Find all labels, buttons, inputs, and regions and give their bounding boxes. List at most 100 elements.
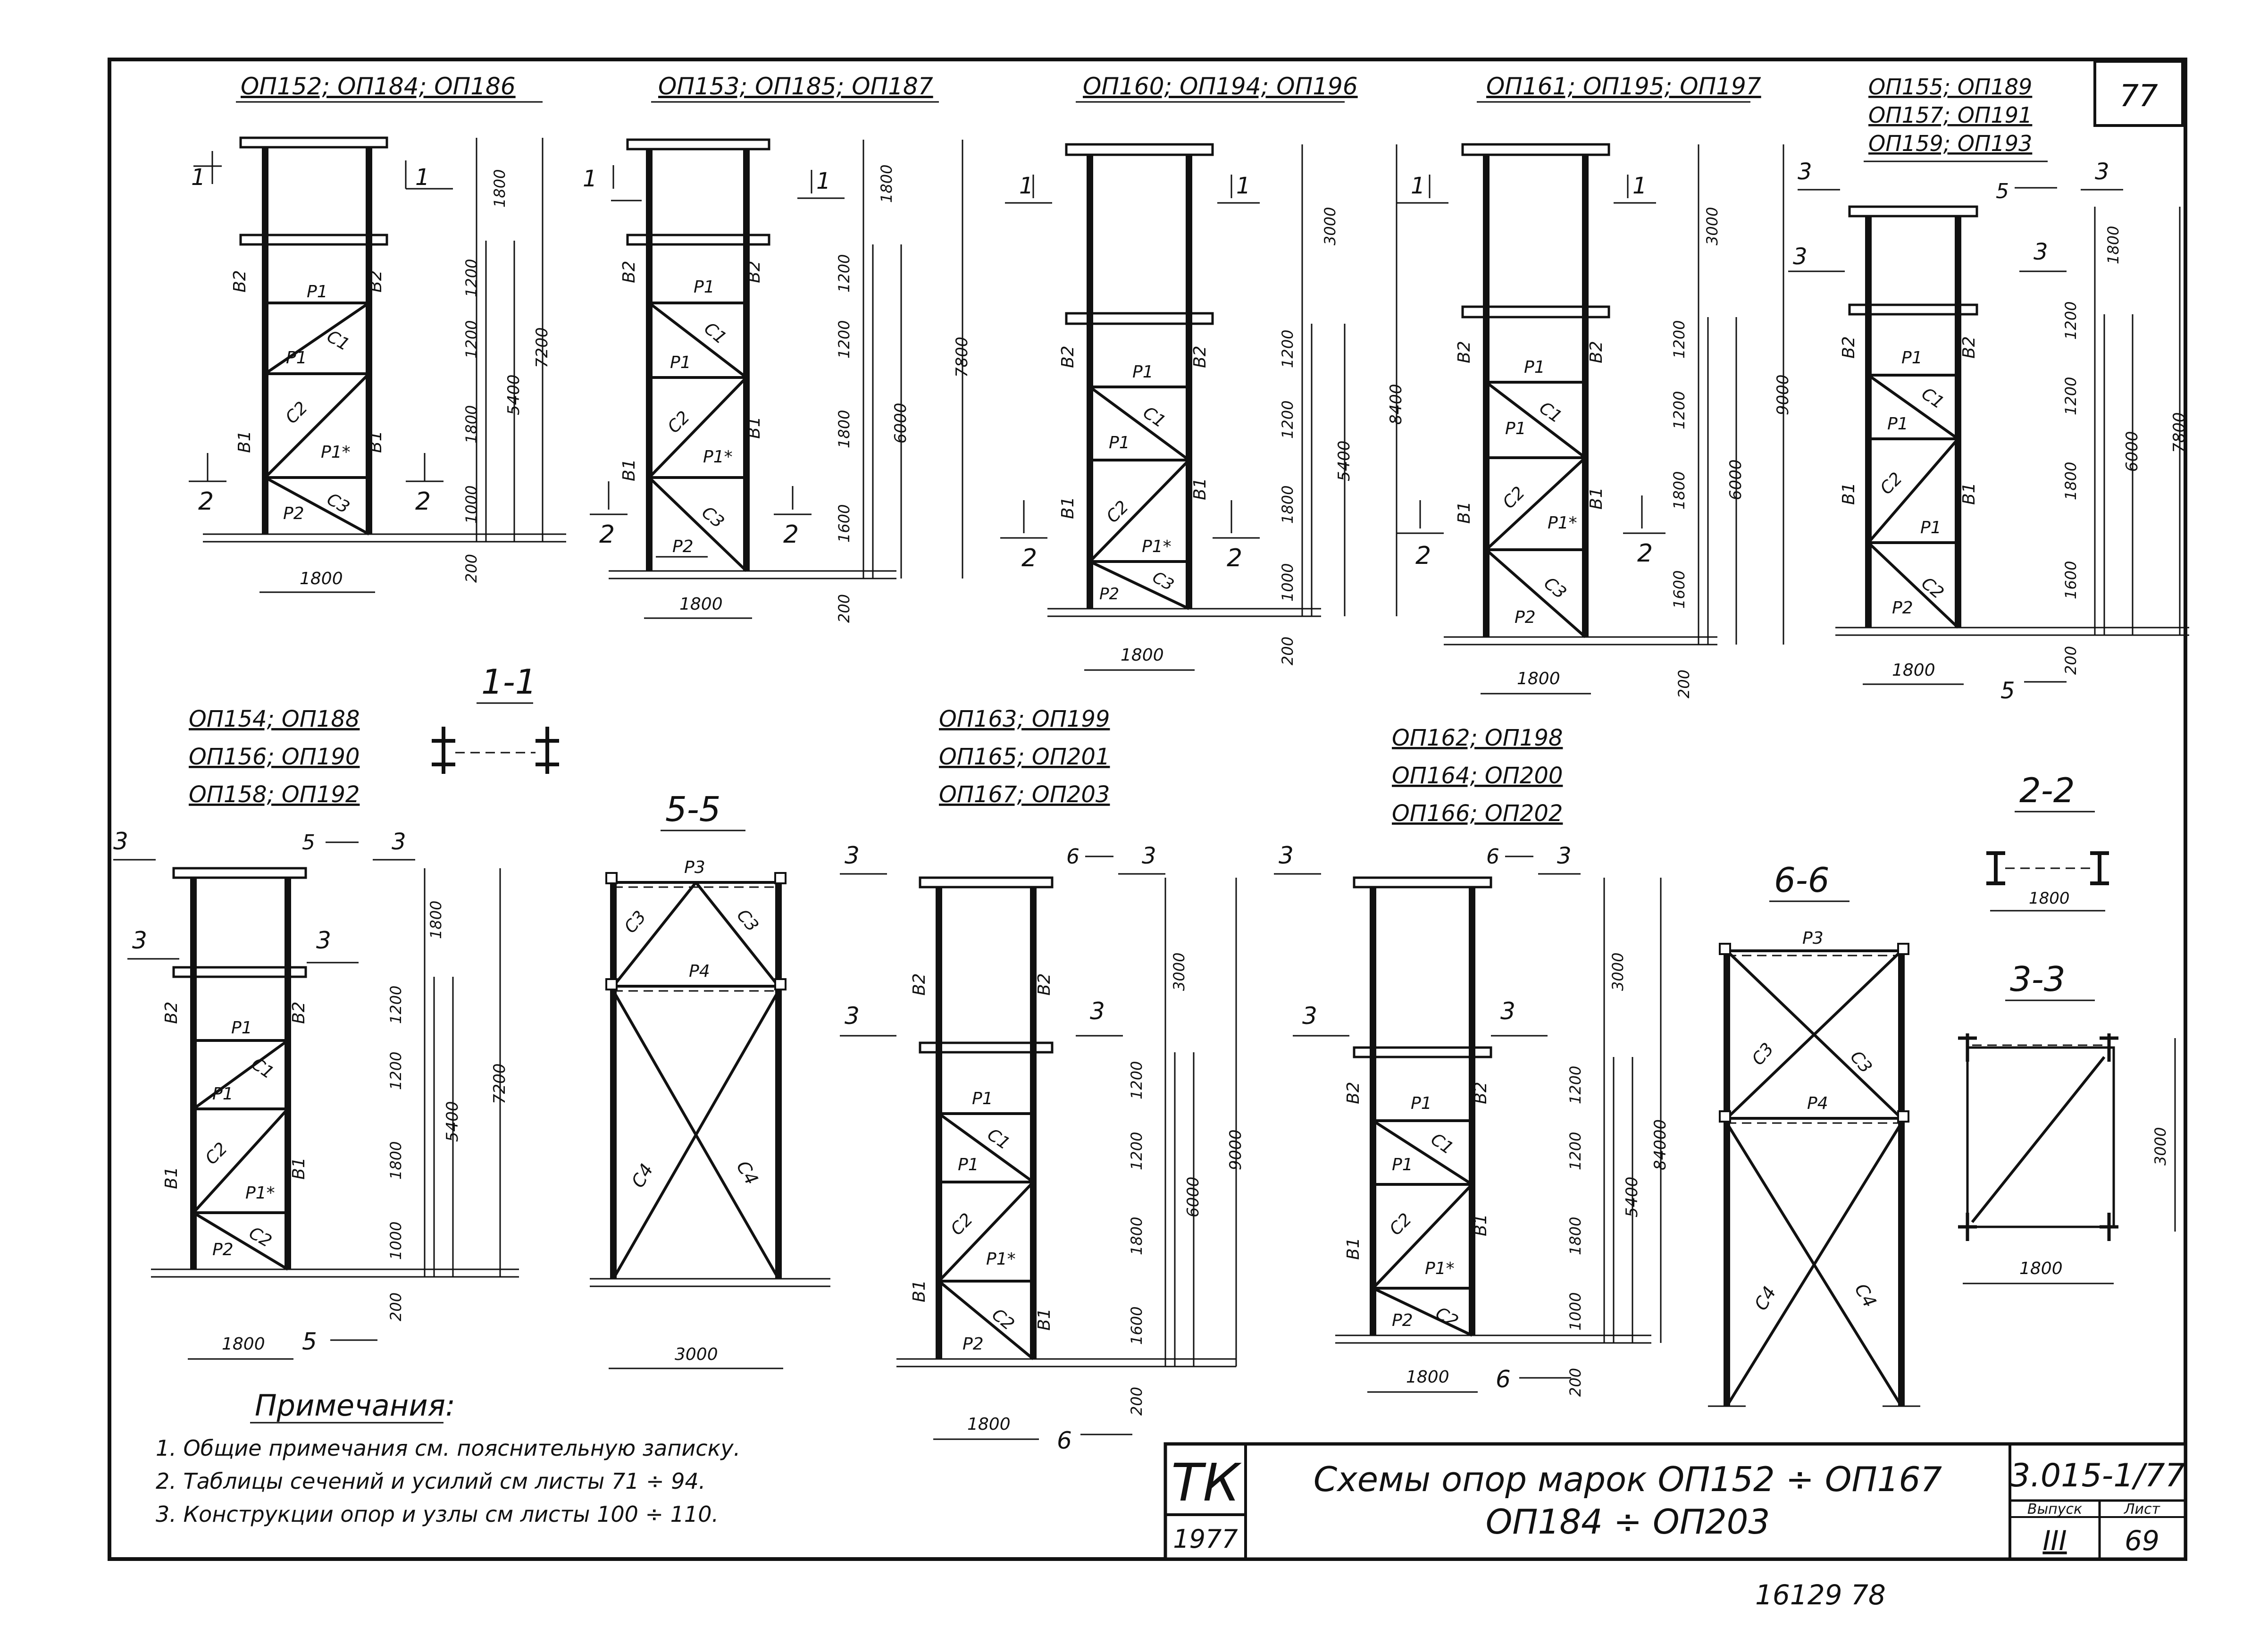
section-mark-label: 5: [302, 830, 315, 855]
scheme-2-title: ОП153; ОП185; ОП187: [658, 73, 933, 100]
label-p1s: Р1*: [1425, 1259, 1455, 1278]
scheme-3: ОП160; ОП194; ОП196 В2 В2 В1 В1 Р1 С1 Р1…: [1000, 73, 1406, 671]
label-p2: Р2: [672, 537, 694, 556]
dim-label: 5400: [504, 374, 523, 415]
label-p1s: Р1*: [1142, 537, 1172, 556]
cut-mark-label: 3: [392, 829, 406, 855]
dim-label: 1200: [1670, 320, 1688, 359]
scheme-5-title: ОП159; ОП193: [1868, 131, 2032, 156]
label-b1: В1: [745, 416, 764, 439]
label-b2: В2: [619, 260, 639, 283]
label-b2: В2: [910, 973, 929, 996]
dim-label: 6000: [891, 403, 910, 444]
dim-label: 200: [1566, 1368, 1584, 1397]
label-p1: Р1: [231, 1018, 252, 1038]
issue-label: Выпуск: [2027, 1501, 2082, 1518]
cut-mark-label: 2: [1415, 542, 1431, 570]
dim-label: 1800: [1406, 1367, 1449, 1387]
cut-mark-label: 3: [113, 828, 128, 855]
label-p2: Р2: [1515, 608, 1536, 627]
dim-label: 3000: [1170, 953, 1188, 991]
dim-label: 1200: [2062, 377, 2080, 415]
cut-mark-label: 2: [198, 487, 214, 516]
label-c2: С2: [1499, 483, 1529, 512]
label-p2: Р2: [283, 504, 304, 523]
cut-mark-label: 3: [1793, 243, 1808, 270]
dim-label: 1800: [1121, 646, 1164, 665]
org-mark: ТК: [1171, 1452, 1242, 1513]
dim-label: 5400: [1623, 1176, 1641, 1217]
label-b2: В2: [1058, 345, 1078, 368]
cut-mark-label: 3: [2034, 239, 2048, 265]
dim-label: 3000: [1321, 207, 1339, 245]
label-c3: С3: [324, 489, 353, 518]
label-b2: В2: [162, 1001, 181, 1024]
label-b2: В2: [1471, 1082, 1490, 1104]
label-p1: Р1: [958, 1155, 979, 1174]
dim-label: 3000: [675, 1345, 718, 1364]
section-6-6-title: 6-6: [1774, 860, 1830, 900]
dim-label: 1000: [1279, 563, 1297, 602]
cut-mark-label: 3: [2095, 159, 2109, 185]
note-item: 2. Таблицы сечений и усилий см листы 71 …: [156, 1468, 705, 1494]
label-p1: Р1: [1132, 362, 1154, 382]
label-p4: Р4: [689, 962, 710, 981]
note-item: 1. Общие примечания см. пояснительную за…: [156, 1435, 740, 1461]
section-mark-label: 6: [1066, 845, 1080, 869]
dim-label: 7200: [490, 1063, 509, 1104]
cut-mark-label: 3: [1302, 1002, 1317, 1030]
label-p2: Р2: [1392, 1311, 1413, 1330]
sheet-title-line1: Схемы опор марок ОП152 ÷ ОП167: [1314, 1459, 1942, 1499]
dim-label: 1800: [2062, 462, 2080, 500]
section-1-1-title: 1-1: [481, 662, 537, 702]
dim-label: 1000: [387, 1222, 405, 1260]
dim-label: 1200: [1279, 401, 1297, 439]
cut-mark-label: 2: [599, 520, 615, 549]
label-b1: В1: [1959, 482, 1979, 505]
cut-mark-label: 1: [816, 168, 831, 194]
dim-label: 1800: [462, 405, 480, 444]
label-b2: В2: [1190, 345, 1210, 368]
label-p1: Р1: [1524, 358, 1545, 377]
label-c4: С4: [1750, 1283, 1780, 1314]
dim-label: 1600: [1670, 570, 1688, 609]
section-mark-label: 5: [2000, 678, 2015, 704]
label-p1: Р1: [1505, 419, 1526, 438]
label-p1: Р1: [1392, 1155, 1413, 1174]
dim-label: 1200: [462, 320, 480, 359]
label-b1: В1: [289, 1157, 309, 1180]
dim-label: 1800: [427, 901, 445, 939]
cut-mark-label: 3: [316, 927, 331, 954]
label-c4: С4: [628, 1160, 657, 1191]
section-5-5-title: 5-5: [665, 789, 721, 829]
label-p1: Р1: [286, 348, 307, 368]
section-2-2: 2-2 1800: [1986, 771, 2109, 912]
dim-label: 1200: [462, 259, 480, 297]
year: 1977: [1173, 1524, 1238, 1554]
scheme-4-title: ОП161; ОП195; ОП197: [1486, 73, 1761, 100]
dim-label: 1200: [387, 986, 405, 1024]
dim-label: 1800: [387, 1141, 405, 1180]
label-b1: В1: [1471, 1214, 1490, 1236]
label-c2: С2: [1876, 469, 1906, 498]
label-c2: С2: [201, 1139, 231, 1168]
scheme-3-title: ОП160; ОП194; ОП196: [1083, 73, 1358, 100]
dim-label: 5400: [1335, 440, 1354, 481]
dim-label: 1800: [679, 595, 723, 614]
label-p1: Р1: [1920, 518, 1942, 537]
section-3-3-title: 3-3: [2010, 959, 2066, 999]
label-c1: С1: [248, 1054, 277, 1083]
label-p1: Р1: [972, 1089, 993, 1108]
label-c1: С1: [1918, 384, 1948, 413]
dim-label: 1200: [835, 254, 853, 293]
label-b2: В2: [745, 260, 764, 283]
label-p3: Р3: [1802, 929, 1824, 948]
cut-mark-label: 3: [132, 927, 147, 954]
dim-label: 84000: [1651, 1119, 1670, 1170]
dim-label: 200: [835, 594, 853, 623]
label-c3: С3: [733, 906, 762, 935]
section-5-5: 5-5 Р3 С3 С3 Р4 С4 С4 3000: [590, 789, 830, 1369]
label-b1: В1: [366, 430, 385, 453]
label-p1s: Р1*: [986, 1250, 1016, 1269]
dim-label: 5400: [443, 1101, 462, 1142]
